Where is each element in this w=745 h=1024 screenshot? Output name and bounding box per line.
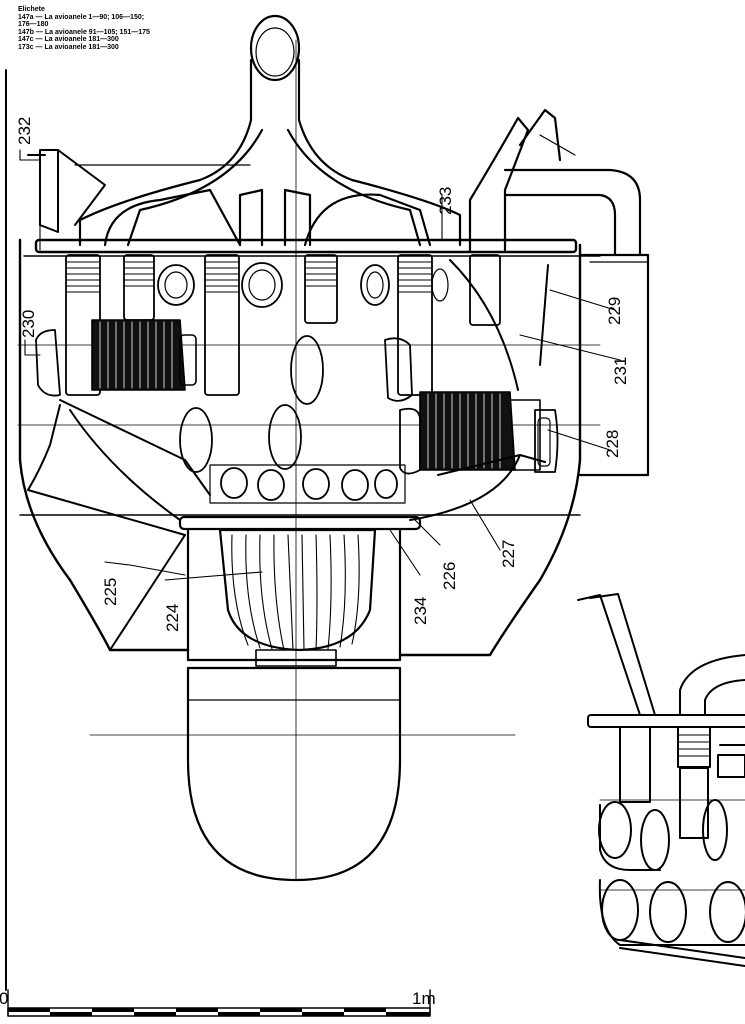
callout-leaders <box>19 149 621 581</box>
callout-227: 227 <box>499 540 518 568</box>
callout-229: 229 <box>605 297 624 325</box>
callout-233: 233 <box>436 187 455 215</box>
callout-224: 224 <box>163 604 182 632</box>
scale-end-label: 1m <box>412 989 436 1008</box>
legend-line-1: 147a — La avioanele 1—90; 106—150; <box>18 13 145 21</box>
lower-tray <box>178 515 422 662</box>
top-frame-rail <box>23 238 601 257</box>
lower-spinner-housing <box>186 666 402 882</box>
legend-title: Elichete <box>18 6 45 13</box>
callout-231: 231 <box>611 357 630 385</box>
secondary-view-fragment <box>577 593 745 967</box>
exhaust-stack <box>468 108 642 257</box>
right-ribbed-cooler <box>419 391 541 471</box>
legend-line-3: 147b — La avioanele 91—105; 151—175 <box>18 28 150 36</box>
callout-numbers: 232 233 229 231 230 228 227 226 234 224 … <box>15 117 630 632</box>
callout-228: 228 <box>603 430 622 458</box>
left-ribbed-cooler <box>91 319 197 391</box>
callout-225: 225 <box>101 578 120 606</box>
support-struts <box>27 259 549 651</box>
legend-line-4: 147c — La avioanele 181—300 <box>18 36 119 44</box>
ribbed-sump <box>218 528 377 667</box>
side-ports <box>35 329 559 473</box>
cylinder-bank-ovals <box>179 335 421 504</box>
scale-bar: 0 1m <box>0 989 436 1017</box>
callout-226: 226 <box>440 562 459 590</box>
legend-block: Elichete 147a — La avioanele 1—90; 106—1… <box>18 6 150 52</box>
callout-232: 232 <box>15 117 34 145</box>
callout-234: 234 <box>411 597 430 625</box>
top-intake-duct <box>74 14 462 247</box>
legend-line-5: 173c — La avioanele 181—300 <box>18 43 119 51</box>
accessory-box <box>578 253 650 477</box>
scale-start-label: 0 <box>0 989 8 1008</box>
callout-230: 230 <box>19 310 38 338</box>
legend-line-2: 176—180 <box>18 21 49 29</box>
